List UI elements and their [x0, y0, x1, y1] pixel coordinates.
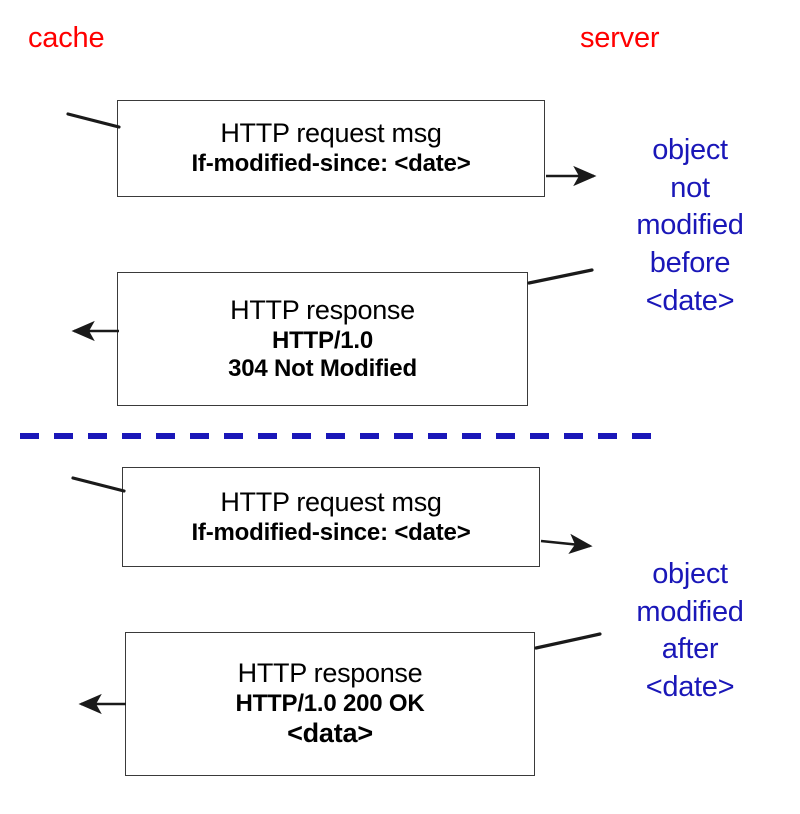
- arrow-request-2-to-server: [540, 533, 593, 554]
- message-line-version: HTTP/1.0: [271, 326, 374, 354]
- message-line-header: If-modified-since: <date>: [191, 150, 471, 178]
- annotation-line: after: [661, 633, 719, 666]
- message-box-response-2: HTTP response HTTP/1.0 200 OK <data>: [125, 632, 535, 776]
- leader-line-cache-request-2: [71, 476, 126, 493]
- annotation-line: <date>: [645, 671, 735, 704]
- leader-line-cache-request-1: [66, 112, 121, 129]
- message-box-request-1: HTTP request msg If-modified-since: <dat…: [117, 100, 545, 197]
- annotation-object-not-modified: object not modified before <date>: [590, 132, 790, 320]
- message-box-response-1: HTTP response HTTP/1.0 304 Not Modified: [117, 272, 528, 406]
- annotation-line: object: [652, 134, 728, 166]
- message-line-status: 304 Not Modified: [228, 354, 417, 382]
- annotation-line: modified: [636, 595, 744, 628]
- annotation-line: not: [670, 171, 710, 204]
- message-line-title: HTTP response: [230, 294, 415, 325]
- leader-line-response-1-server: [527, 268, 594, 285]
- message-line-title: HTTP request msg: [220, 118, 442, 149]
- annotation-line: modified: [636, 209, 744, 242]
- message-line-status: HTTP/1.0 200 OK: [235, 689, 425, 717]
- message-box-request-2: HTTP request msg If-modified-since: <dat…: [122, 467, 540, 567]
- annotation-line: object: [652, 558, 728, 590]
- endpoint-label-cache: cache: [28, 22, 105, 54]
- message-line-header: If-modified-since: <date>: [191, 518, 471, 546]
- message-line-title: HTTP request msg: [220, 486, 442, 517]
- endpoint-label-server: server: [580, 22, 660, 54]
- annotation-line: <date>: [645, 284, 735, 317]
- message-line-title: HTTP response: [237, 657, 423, 688]
- annotation-object-modified: object modified after <date>: [590, 556, 790, 707]
- message-line-body: <data>: [287, 718, 373, 749]
- annotation-line: before: [649, 247, 731, 280]
